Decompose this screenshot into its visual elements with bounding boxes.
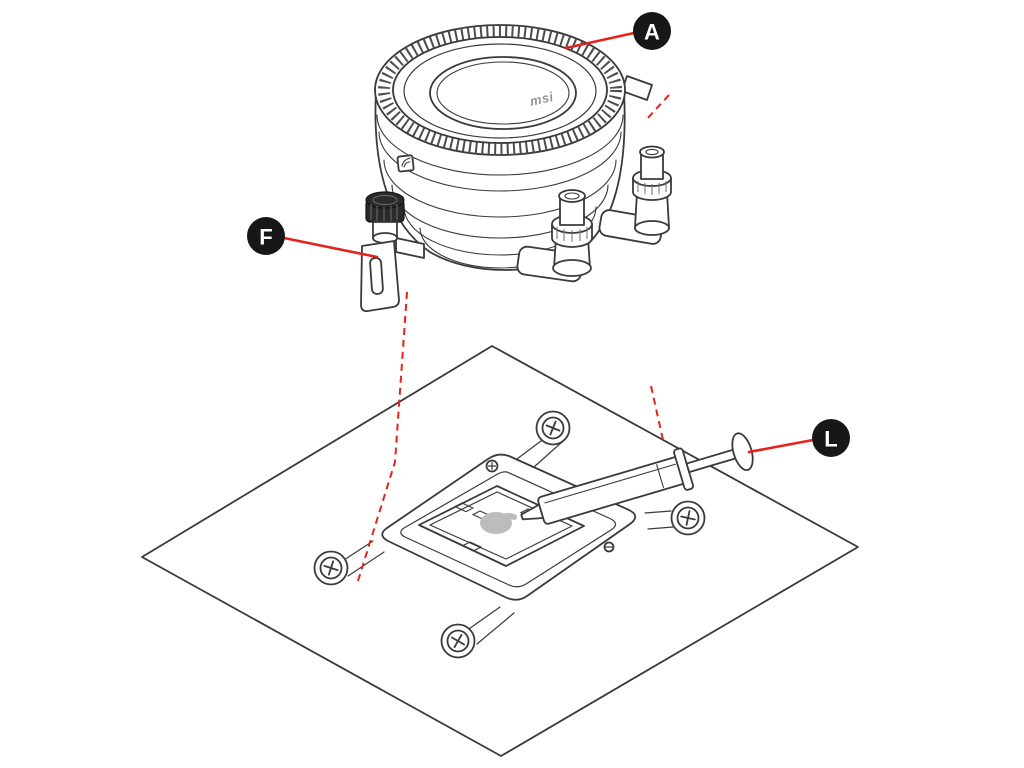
socket-screw-top xyxy=(535,410,571,446)
msi-dragon-badge-icon xyxy=(396,154,415,173)
callout-L-leader-line xyxy=(747,438,815,454)
cooler-pump-unit: msi xyxy=(360,24,672,313)
fitting-cap xyxy=(558,189,586,203)
tube-fitting-rear xyxy=(598,145,672,245)
screw-cross xyxy=(453,634,463,648)
tube-fittings xyxy=(516,145,672,283)
frame-screw-small xyxy=(485,459,499,473)
callout-F-letter: F xyxy=(259,225,272,250)
thumbscrew-knurl-lines xyxy=(370,204,398,222)
syringe-barrel-line xyxy=(544,463,676,504)
syringe-plunger-disc xyxy=(731,432,754,471)
fitting-collar-knurl xyxy=(556,227,588,242)
socket-screw-bottom xyxy=(440,623,476,659)
fitting-cap-line xyxy=(564,192,580,200)
callout-A-leader-line xyxy=(564,31,636,50)
pump-body-seam xyxy=(378,131,622,192)
alignment-dash-right-bottom xyxy=(650,385,664,441)
screw-cross xyxy=(549,420,557,436)
frame-screw-small xyxy=(603,541,615,553)
tube-fitting-front xyxy=(516,189,593,283)
syringe-piston-line xyxy=(656,464,665,489)
screw-cross xyxy=(327,560,335,576)
pump-body-seam xyxy=(376,114,624,176)
fitting-cap xyxy=(639,145,665,159)
callout-L-letter: L xyxy=(824,427,837,452)
callout-A-letter: A xyxy=(644,20,660,45)
socket-screw-left xyxy=(313,550,349,586)
callout-L: L xyxy=(747,419,850,457)
thermal-paste-blob xyxy=(480,512,512,534)
socket-screw-right xyxy=(670,500,706,536)
fitting-base xyxy=(634,220,670,236)
mounting-bracket-slot xyxy=(369,257,384,295)
brand-logo-text: msi xyxy=(528,89,555,109)
fitting-base xyxy=(552,259,592,277)
thumbscrew-top xyxy=(365,191,405,209)
pump-top-cap xyxy=(429,56,577,130)
bracket-arm xyxy=(395,237,425,259)
socket-frame-inner-line xyxy=(400,471,617,588)
callout-L-badge xyxy=(812,419,850,457)
bracket-arms xyxy=(343,437,674,645)
thermal-paste-syringe xyxy=(520,432,754,525)
pump-top-cap-line xyxy=(436,61,570,125)
screw-cross xyxy=(685,510,691,526)
callout-A-badge xyxy=(633,12,671,50)
fitting-collar-knurl xyxy=(637,181,667,195)
pump-top-ring-line xyxy=(403,43,597,139)
mounting-screw-assembly xyxy=(360,191,425,313)
callout-F: F xyxy=(247,217,379,259)
thumbscrew-top-line xyxy=(372,195,398,205)
pump-top-rib-ring xyxy=(378,25,622,155)
alignment-dash-left xyxy=(356,291,408,585)
callout-F-leader-line xyxy=(282,236,379,259)
callout-F-badge xyxy=(247,217,285,255)
alignment-dash-right-top xyxy=(645,94,670,121)
rim-connector-tab xyxy=(621,75,653,101)
pump-body-seam xyxy=(383,159,617,218)
fitting-cap-line xyxy=(645,148,659,156)
callout-A: A xyxy=(564,12,671,50)
